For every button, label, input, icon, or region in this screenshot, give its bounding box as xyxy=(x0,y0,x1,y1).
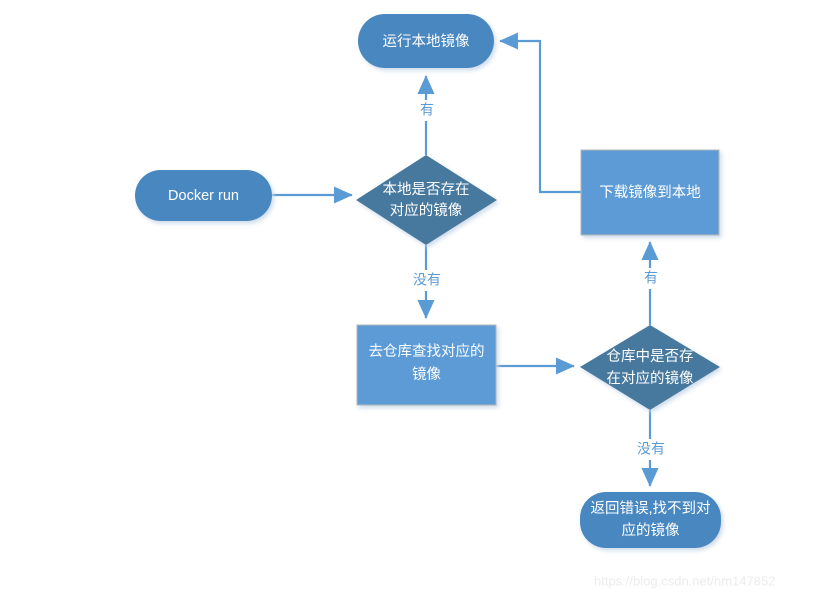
watermark-text: https://blog.csdn.net/nm147852 xyxy=(594,573,775,588)
edge-label-local-yes-bg xyxy=(414,100,440,121)
edge-label-local-no-text: 没有 xyxy=(413,272,441,288)
edge-label-repo-no-bg xyxy=(630,439,672,460)
node-return-error-shape xyxy=(580,492,721,548)
node-docker-run[interactable]: Docker run xyxy=(135,170,272,221)
node-search-repo-shape xyxy=(356,324,497,406)
node-search-repo-label-line1: 去仓库查找对应的 xyxy=(369,342,485,360)
node-run-local[interactable]: 运行本地镜像 xyxy=(358,14,494,68)
edge-label-repo-yes-bg xyxy=(638,268,664,289)
edge-label-local-no-bg xyxy=(406,270,448,291)
node-search-repo[interactable]: 去仓库查找对应的 镜像 xyxy=(356,324,497,406)
node-return-error-label-line2: 应的镜像 xyxy=(622,521,680,539)
node-download-image[interactable]: 下载镜像到本地 xyxy=(580,149,720,236)
edge-label-repo-yes-text: 有 xyxy=(644,270,658,286)
node-docker-run-shape xyxy=(135,170,272,221)
node-docker-run-label: Docker run xyxy=(168,188,239,204)
node-local-check-label-line2: 对应的镜像 xyxy=(390,201,463,219)
node-local-check[interactable]: 本地是否存在 对应的镜像 xyxy=(356,155,497,245)
node-repo-check-label-line1: 仓库中是否存 xyxy=(607,348,694,365)
node-download-image-shape xyxy=(580,149,720,236)
node-download-image-label: 下载镜像到本地 xyxy=(599,183,701,201)
node-repo-check[interactable]: 仓库中是否存 在对应的镜像 xyxy=(580,325,720,410)
node-repo-check-label-line2: 在对应的镜像 xyxy=(607,369,694,387)
node-return-error[interactable]: 返回错误,找不到对 应的镜像 xyxy=(580,492,721,548)
node-search-repo-label-line2: 镜像 xyxy=(412,365,441,383)
edge-label-local-yes-text: 有 xyxy=(420,102,434,118)
edge-label-repo-no-text: 没有 xyxy=(637,441,665,457)
node-repo-check-shape xyxy=(580,325,720,410)
edge-label-local-no: 没有 xyxy=(406,270,448,291)
edge-label-repo-no: 没有 xyxy=(630,439,672,460)
node-local-check-shape xyxy=(356,155,497,245)
node-local-check-label-line1: 本地是否存在 xyxy=(383,181,470,198)
edge-download-to-runlocal xyxy=(499,32,581,194)
edge-label-local-yes: 有 xyxy=(414,100,440,121)
node-run-local-label: 运行本地镜像 xyxy=(383,32,470,50)
node-return-error-label-line1: 返回错误,找不到对 xyxy=(590,500,710,517)
node-run-local-shape xyxy=(358,14,494,68)
edge-label-repo-yes: 有 xyxy=(638,268,664,289)
